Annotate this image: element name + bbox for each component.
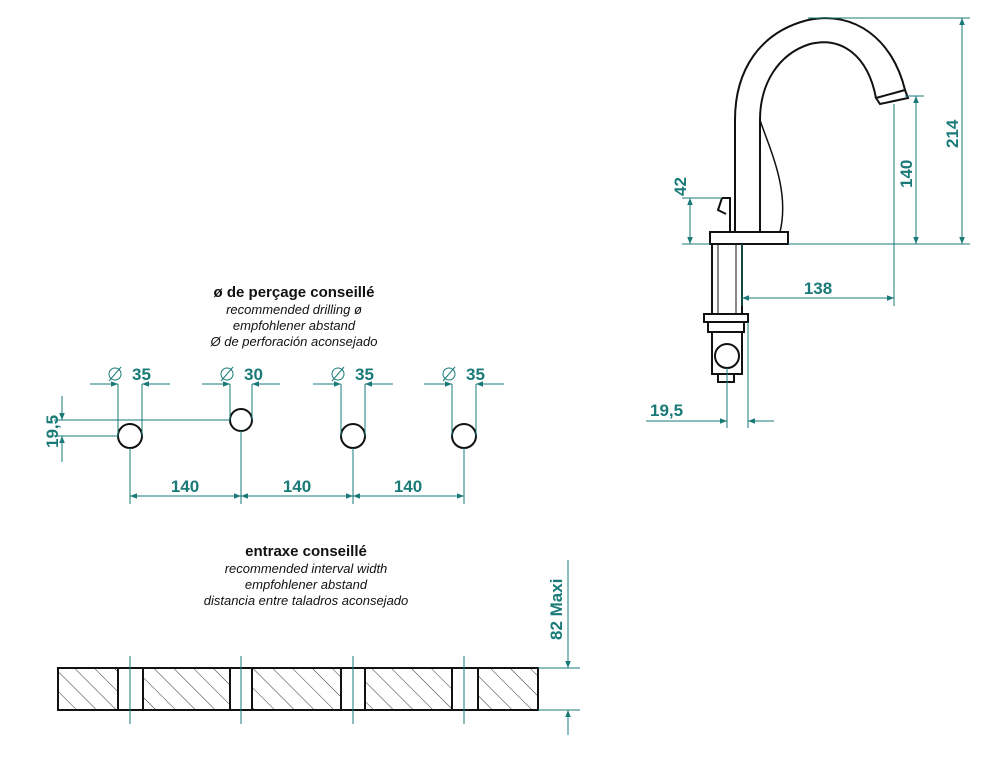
faucet-section: 214 140 42 138 <box>646 17 970 428</box>
interval-line-en: recommended interval width <box>225 561 388 576</box>
spacing-dim-1: 140 <box>130 477 241 499</box>
drill-hole-3 <box>340 423 366 449</box>
drilling-line-de: empfohlener abstand <box>233 318 356 333</box>
interval-line-de: empfohlener abstand <box>245 577 368 592</box>
height-base-label: 42 <box>671 177 690 196</box>
diameter-label-3: 35 <box>355 365 374 384</box>
drilling-title: ø de perçage conseillé <box>214 284 375 301</box>
interval-title: entraxe conseillé <box>245 543 367 560</box>
max-thickness-dim: 82 Maxi <box>538 560 580 735</box>
height-spout-dim: 140 <box>897 95 924 244</box>
max-thickness-label: 82 Maxi <box>547 579 566 640</box>
height-total-dim: 214 <box>788 17 970 245</box>
spacing-label-1: 140 <box>171 477 199 496</box>
offset-label-drilling: 19,5 <box>43 415 62 448</box>
diameter-dim-3: 35 <box>313 365 393 436</box>
diameter-dim-2: 30 <box>202 365 280 420</box>
spacing-label-3: 140 <box>394 477 422 496</box>
spacing-dim-2: 140 <box>241 477 353 499</box>
drilling-section: ø de perçage conseillé recommended drill… <box>43 284 504 504</box>
diameter-label-1: 35 <box>132 365 151 384</box>
drill-hole-4 <box>451 423 477 449</box>
diameter-dim-4: 35 <box>424 365 504 436</box>
drill-hole-1 <box>117 423 143 449</box>
height-spout-label: 140 <box>897 160 916 188</box>
height-base-dim: 42 <box>671 177 722 245</box>
deck-centerlines <box>129 656 465 724</box>
drill-hole-2 <box>229 408 253 432</box>
drilling-line-en: recommended drilling ø <box>226 302 362 317</box>
diameter-label-2: 30 <box>244 365 263 384</box>
reach-dim: 138 <box>741 104 895 306</box>
offset-label-faucet: 19,5 <box>650 401 683 420</box>
spacing-label-2: 140 <box>283 477 311 496</box>
reach-label: 138 <box>804 279 832 298</box>
interval-section: entraxe conseillé recommended interval w… <box>57 543 580 735</box>
faucet-outline <box>703 17 910 383</box>
drilling-line-es: Ø de perforación aconsejado <box>210 334 378 349</box>
deck-section <box>57 667 539 711</box>
height-total-label: 214 <box>943 119 962 148</box>
offset-dim-drilling: 19,5 <box>43 396 230 462</box>
interval-line-es: distancia entre taladros aconsejado <box>204 593 409 608</box>
diameter-dim-1: 35 <box>90 365 170 436</box>
diameter-label-4: 35 <box>466 365 485 384</box>
offset-dim-faucet: 19,5 <box>646 322 774 428</box>
spacing-dim-3: 140 <box>353 477 464 499</box>
